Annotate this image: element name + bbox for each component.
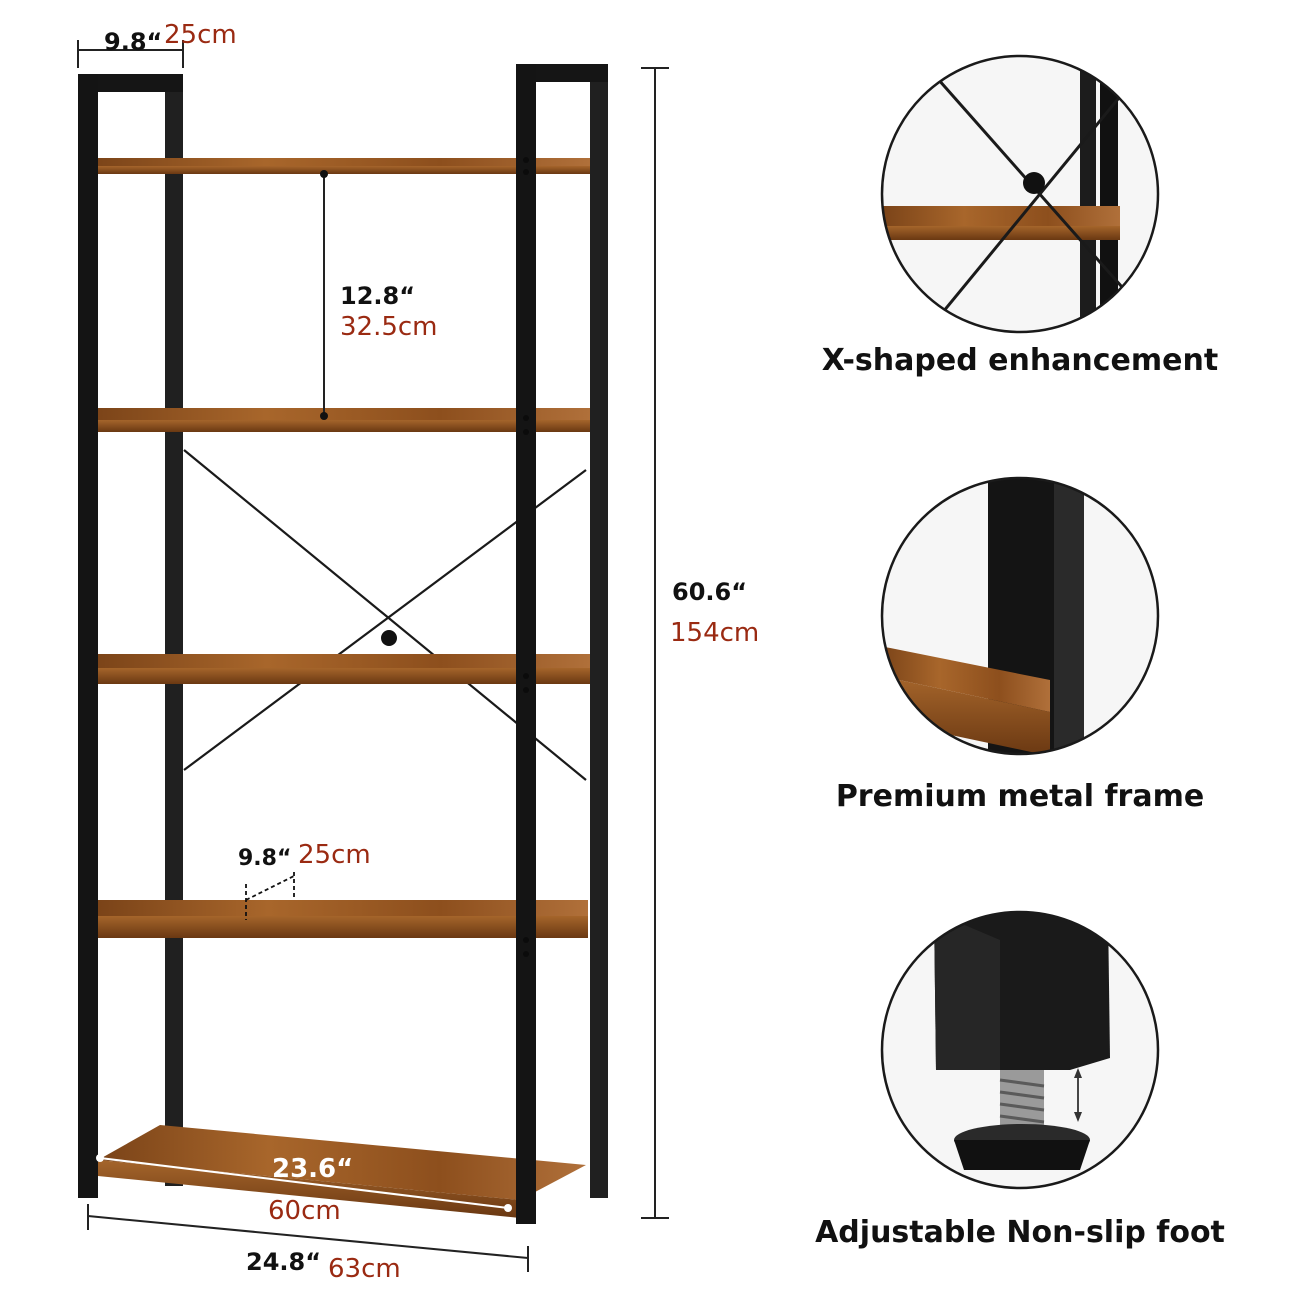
shelf-width-inch: 23.6“ bbox=[272, 1154, 354, 1184]
feature-metal-frame-label: Premium metal frame bbox=[835, 779, 1205, 814]
height-inch: 60.6“ bbox=[672, 578, 747, 606]
shelf-5 bbox=[98, 1125, 586, 1218]
shelf-gap-inch: 12.8“ bbox=[340, 282, 415, 310]
foot-detail-circle bbox=[880, 910, 1160, 1190]
x-brace-center bbox=[381, 630, 397, 646]
feature-x-brace-label: X-shaped enhancement bbox=[821, 343, 1219, 378]
feature-foot-label: Adjustable Non-slip foot bbox=[815, 1215, 1225, 1250]
overall-width-inch: 24.8“ bbox=[246, 1248, 321, 1276]
shelf-depth-marker bbox=[245, 872, 295, 920]
shelf-width-marker bbox=[96, 1154, 512, 1212]
shelf-width-cm: 60cm bbox=[268, 1196, 341, 1226]
overall-width-cm: 63cm bbox=[328, 1254, 401, 1284]
shelf-1 bbox=[90, 158, 590, 174]
metal-frame-detail-circle bbox=[880, 476, 1160, 756]
gap-dot-bottom bbox=[320, 412, 328, 420]
rear-right-cap bbox=[516, 64, 608, 82]
shelf-4 bbox=[96, 900, 588, 938]
gap-dot-top bbox=[320, 170, 328, 178]
top-depth-inch: 9.8“ bbox=[104, 28, 163, 56]
shelf-gap-cm: 32.5cm bbox=[340, 312, 438, 342]
dimension-lines bbox=[77, 40, 669, 1272]
front-right-post bbox=[516, 64, 536, 1224]
rear-left-post bbox=[165, 78, 183, 1186]
front-left-post bbox=[78, 74, 98, 1198]
rear-right-post bbox=[590, 68, 608, 1198]
shelf-3 bbox=[92, 654, 590, 684]
shelf-depth-inch: 9.8“ bbox=[238, 846, 292, 871]
shelf-screws bbox=[523, 157, 529, 957]
height-cm: 154cm bbox=[670, 618, 760, 648]
rear-left-cap bbox=[78, 74, 183, 92]
top-depth-cm: 25cm bbox=[164, 20, 237, 50]
shelf-2 bbox=[90, 408, 590, 432]
x-brace-detail-circle bbox=[880, 54, 1160, 334]
shelf-depth-cm: 25cm bbox=[298, 840, 371, 870]
